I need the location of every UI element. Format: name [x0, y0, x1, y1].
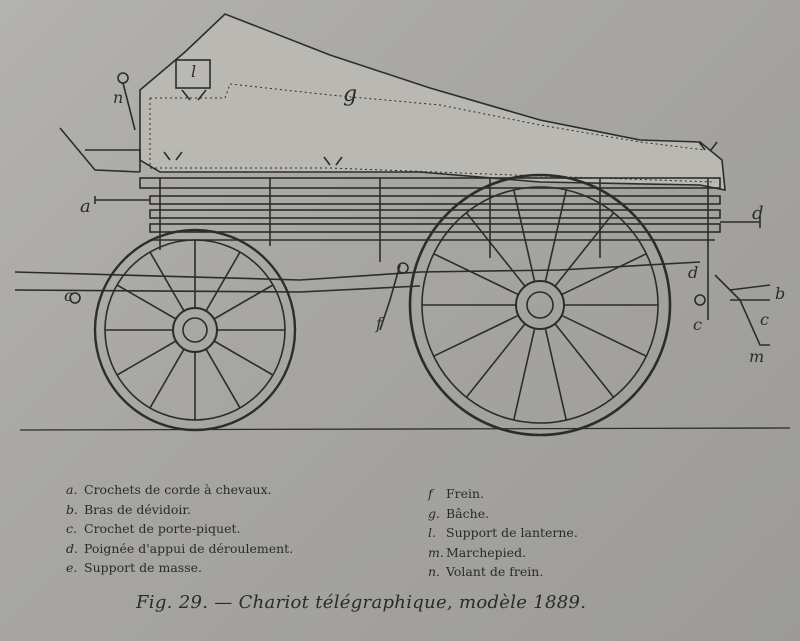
- rear-wheel: [408, 173, 672, 437]
- wheel-spoke: [433, 314, 519, 357]
- wheel-spoke: [554, 212, 615, 287]
- wheel-spoke: [433, 253, 519, 296]
- callout-g: g: [343, 82, 358, 107]
- callout-m: m: [749, 347, 765, 366]
- brake-wheel: [117, 72, 129, 84]
- legend-item: c.Crochet de porte-piquet.: [66, 521, 241, 536]
- wheel-spoke: [561, 314, 647, 357]
- callout-n: n: [113, 88, 124, 107]
- wheel-spoke: [149, 251, 185, 312]
- wheel-spoke: [149, 348, 185, 409]
- wheel-spoke: [561, 253, 647, 296]
- wheel-spoke: [205, 251, 241, 312]
- callout-d-lower: d: [688, 263, 699, 282]
- wheel-spoke: [213, 284, 274, 320]
- wheel-spoke: [465, 212, 526, 287]
- lantern-support: [175, 59, 211, 89]
- legend-item: l.Support de lanterne.: [428, 525, 578, 540]
- legend-item: d.Poignée d'appui de déroulement.: [66, 540, 294, 556]
- top-rail: [139, 177, 721, 189]
- wheel-spoke: [544, 328, 568, 421]
- callout-b: b: [775, 284, 786, 303]
- wheel-spoke: [512, 328, 536, 421]
- legend-item: e.Support de masse.: [66, 560, 202, 575]
- ground-line: [19, 427, 791, 431]
- legend-item: b.Bras de dévidoir.: [66, 501, 191, 517]
- step-board: [714, 274, 770, 346]
- callout-d: d: [752, 203, 764, 224]
- callout-c-right: c: [760, 310, 769, 329]
- wheel-spoke: [213, 340, 274, 376]
- callout-c: c: [693, 315, 702, 334]
- driver-seat: [59, 127, 141, 173]
- legend-item: m.Marchepied.: [428, 544, 527, 560]
- wheel-spoke: [512, 189, 536, 282]
- wheel-spoke: [205, 348, 241, 409]
- tarpaulin: [139, 13, 726, 191]
- legend-item: a.Crochets de corde à chevaux.: [66, 482, 272, 497]
- callout-f: f: [376, 314, 382, 333]
- front-wheel: [93, 228, 297, 432]
- callout-l: l: [191, 62, 197, 81]
- wheel-spoke: [116, 340, 177, 376]
- figure-caption: Fig. 29. — Chariot télégraphique, modèle…: [136, 592, 587, 613]
- wagon-diagram: [14, 13, 791, 437]
- wheel-spoke: [544, 189, 568, 282]
- legend-left: a.Crochets de corde à chevaux. b.Bras de…: [66, 480, 293, 578]
- callout-c-front: c: [64, 286, 73, 305]
- legend-item: g.Bâche.: [428, 505, 490, 521]
- wheel-spoke: [116, 284, 177, 320]
- legend-item: n.Volant de frein.: [428, 564, 544, 579]
- callout-a: a: [80, 196, 91, 217]
- wheel-spoke: [554, 323, 615, 398]
- wheel-spoke: [465, 323, 526, 398]
